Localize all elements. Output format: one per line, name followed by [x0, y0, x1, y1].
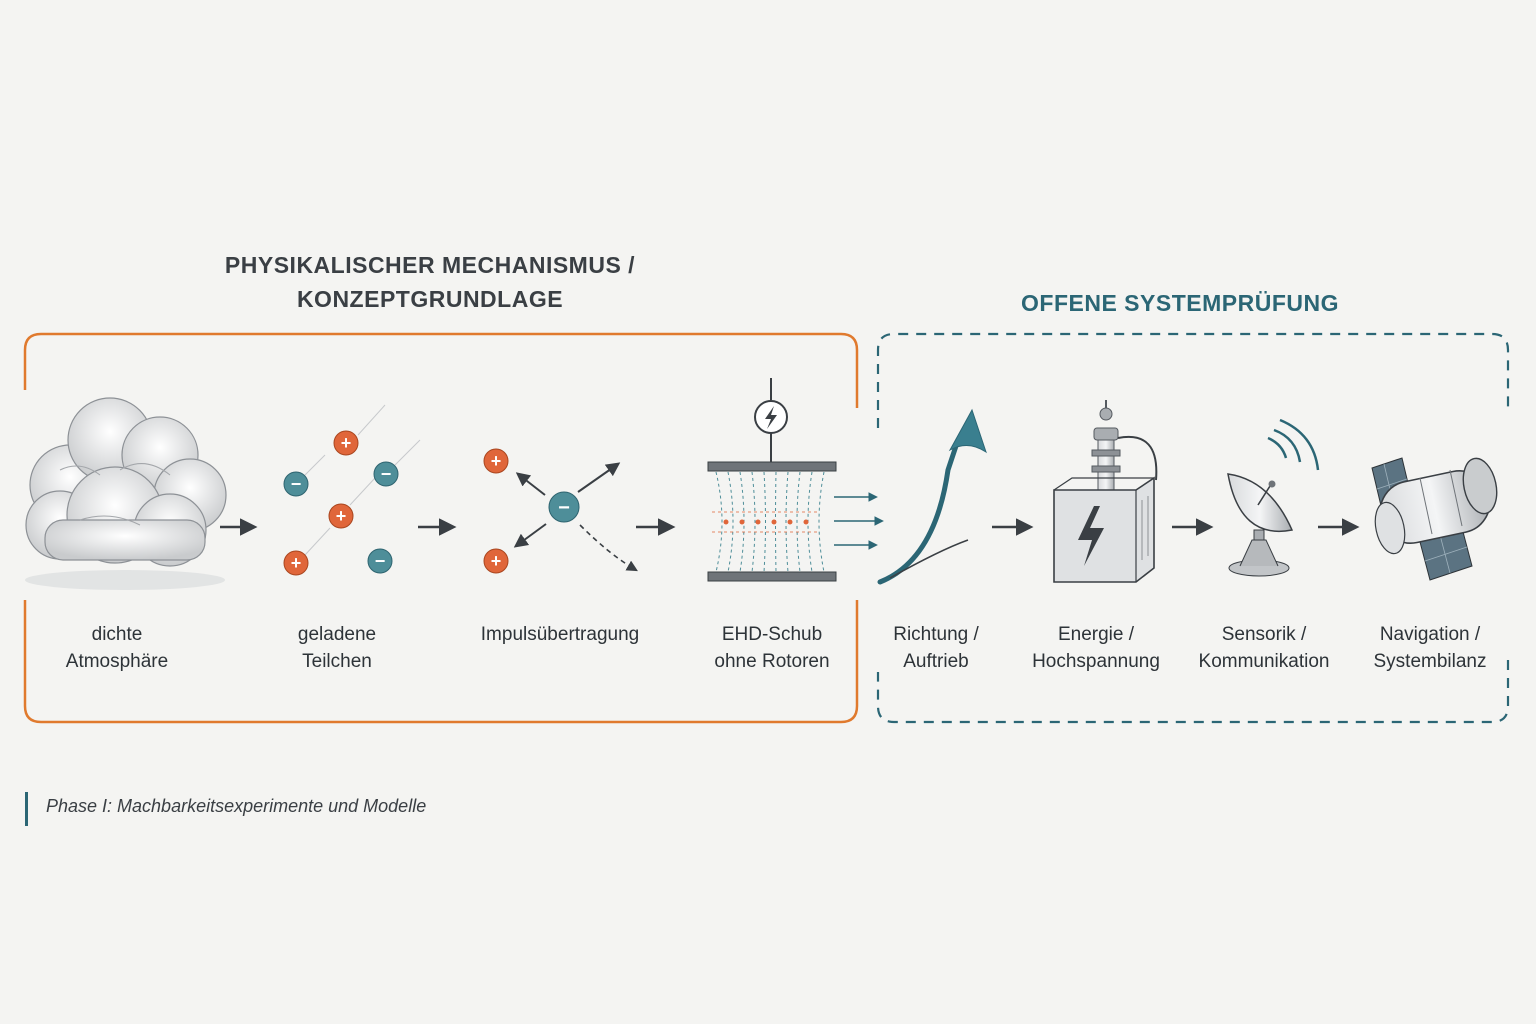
section-title-line-2: KONZEPTGRUNDLAGE [296, 286, 564, 312]
svg-text:−: − [375, 551, 386, 571]
section-title-system-test: OFFENE SYSTEMPRÜFUNG [1021, 290, 1339, 316]
step-label-line: Sensorik / [1221, 624, 1307, 645]
particles-icon: + − − + + − [283, 404, 421, 576]
step-label-line: Impulsübertragung [480, 624, 640, 645]
negative-particle: − [367, 548, 393, 574]
svg-text:−: − [558, 497, 570, 519]
svg-text:+: + [491, 451, 502, 471]
step-label-lift: Richtung / Auftrieb [866, 621, 1006, 675]
step-label-line: Navigation / [1379, 624, 1481, 645]
positive-particle: + [328, 503, 354, 529]
step-label-line: ohne Rotoren [714, 651, 830, 672]
step-label-line: Hochspannung [1032, 651, 1160, 672]
svg-text:−: − [381, 464, 392, 484]
svg-text:−: − [291, 474, 302, 494]
collision-icon: + − + [483, 448, 638, 574]
section-title-mechanism: PHYSIKALISCHER MECHANISMUS / KONZEPTGRUN… [180, 248, 680, 316]
high-voltage-box-icon [1053, 400, 1158, 583]
step-label-momentum: Impulsübertragung [460, 621, 660, 648]
step-label-sensors: Sensorik / Kommunikation [1182, 621, 1346, 675]
step-label-line: Energie / [1057, 624, 1135, 645]
step-label-line: Systembilanz [1373, 651, 1487, 672]
ehd-thruster-icon [707, 378, 884, 582]
negative-particle: − [373, 461, 399, 487]
step-label-energy: Energie / Hochspannung [1014, 621, 1178, 675]
svg-text:+: + [291, 553, 302, 573]
step-label-ehd-thrust: EHD-Schub ohne Rotoren [682, 621, 862, 675]
svg-text:+: + [491, 551, 502, 571]
satellite-dish-icon [1227, 418, 1320, 577]
step-label-particles: geladene Teilchen [247, 621, 427, 675]
step-label-line: Teilchen [302, 651, 372, 672]
lift-arrow-icon [877, 408, 987, 585]
svg-text:+: + [336, 506, 347, 526]
step-label-line: geladene [297, 624, 377, 645]
step-label-line: Kommunikation [1198, 651, 1330, 672]
svg-text:+: + [341, 433, 352, 453]
phase-caption: Phase I: Machbarkeitsexperimente und Mod… [46, 796, 427, 816]
cloud-icon [25, 397, 227, 590]
step-label-navigation: Navigation / Systembilanz [1350, 621, 1510, 675]
section-title-line-1: PHYSIKALISCHER MECHANISMUS / [224, 252, 636, 278]
step-label-line: Auftrieb [903, 651, 969, 672]
step-label-line: Atmosphäre [65, 651, 169, 672]
step-label-line: EHD-Schub [721, 624, 823, 645]
caption-accent-bar [25, 792, 28, 826]
step-label-atmosphere: dichte Atmosphäre [27, 621, 207, 675]
frame-mechanism [23, 332, 859, 724]
negative-particle: − [283, 471, 309, 497]
spacecraft-icon [1371, 457, 1498, 581]
positive-particle: + [333, 430, 359, 456]
step-label-line: dichte [91, 624, 143, 645]
positive-particle: + [283, 550, 309, 576]
frame-system-test [876, 332, 1510, 724]
step-label-line: Richtung / [893, 624, 979, 645]
